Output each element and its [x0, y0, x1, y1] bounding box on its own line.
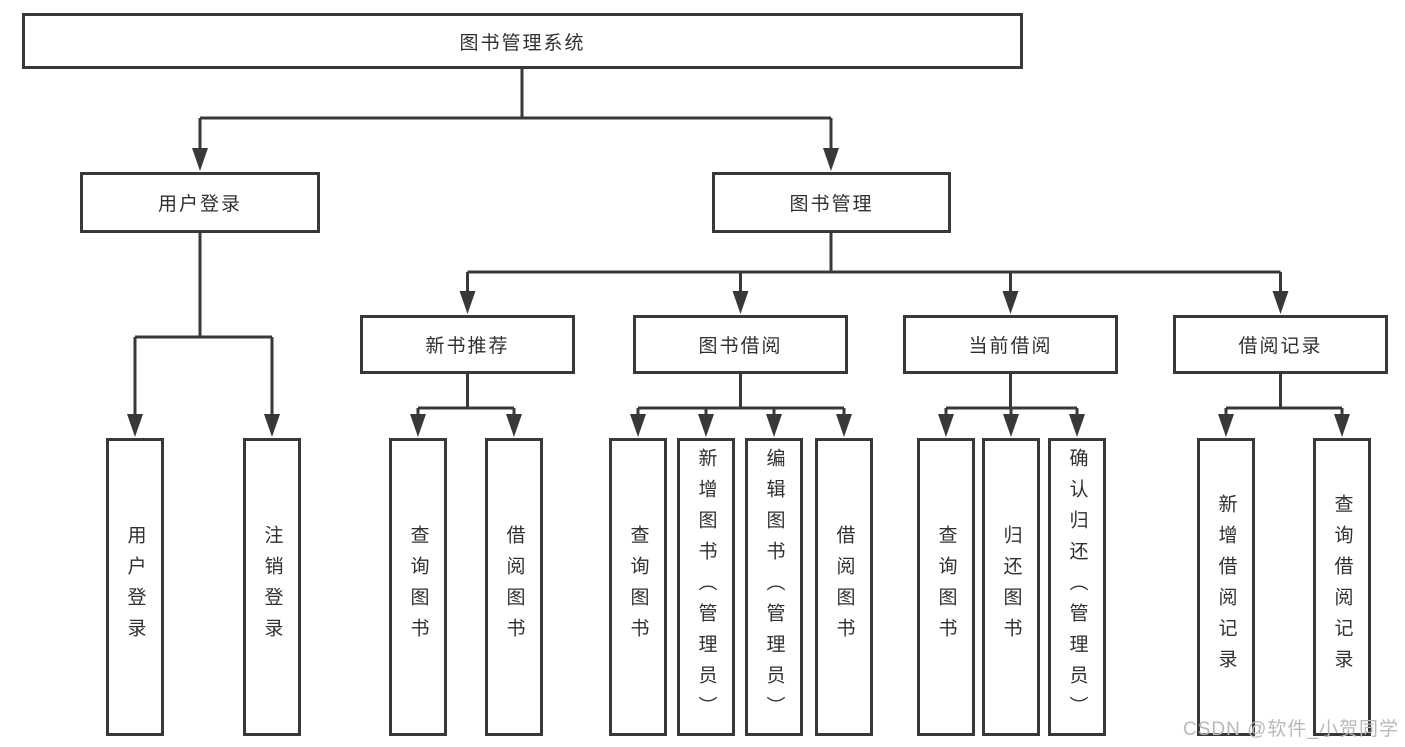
- leaf-logout: 注销登录: [243, 438, 301, 736]
- leaf-confirm-return: 确认归还（管理员）: [1048, 438, 1106, 736]
- node-current-borrow: 当前借阅: [903, 315, 1118, 374]
- node-root: 图书管理系统: [22, 13, 1023, 69]
- leaf-query-book-2-label: 查询图书: [627, 525, 649, 649]
- node-root-label: 图书管理系统: [459, 32, 586, 54]
- node-book-borrow-label: 图书借阅: [698, 336, 783, 357]
- leaf-query-book-3-label: 查询图书: [935, 525, 957, 649]
- leaf-user-login-label: 用户登录: [124, 525, 146, 649]
- leaf-query-book-2: 查询图书: [609, 438, 667, 736]
- node-book-borrow: 图书借阅: [633, 315, 848, 374]
- node-user-login: 用户登录: [80, 172, 320, 233]
- node-book-mgmt-label: 图书管理: [789, 194, 874, 215]
- node-new-book-rec-label: 新书推荐: [425, 336, 510, 357]
- leaf-confirm-return-label: 确认归还（管理员）: [1066, 447, 1088, 727]
- leaf-edit-book: 编辑图书（管理员）: [745, 438, 803, 736]
- leaf-add-record-label: 新增借阅记录: [1215, 494, 1237, 680]
- leaf-add-book: 新增图书（管理员）: [677, 438, 735, 736]
- leaf-edit-book-label: 编辑图书（管理员）: [763, 447, 785, 727]
- leaf-add-record: 新增借阅记录: [1197, 438, 1255, 736]
- leaf-query-book-1: 查询图书: [389, 438, 447, 736]
- node-user-login-label: 用户登录: [157, 194, 242, 215]
- connector-current-borrow-to-leaves: [944, 373, 1079, 418]
- leaf-borrow-book-2: 借阅图书: [815, 438, 873, 736]
- leaf-add-book-label: 新增图书（管理员）: [695, 447, 717, 727]
- leaf-query-book-3: 查询图书: [917, 438, 975, 736]
- connector-book-borrow-to-leaves: [636, 373, 846, 418]
- connector-user-login-to-leaves: [133, 232, 274, 418]
- leaf-logout-label: 注销登录: [261, 525, 283, 649]
- connector-book-mgmt-to-level3: [466, 232, 1282, 295]
- watermark-text: CSDN @软件_小贺同学: [1183, 719, 1399, 740]
- node-new-book-rec: 新书推荐: [360, 315, 575, 374]
- leaf-borrow-book-2-label: 借阅图书: [833, 525, 855, 649]
- leaf-query-record-label: 查询借阅记录: [1331, 494, 1353, 680]
- connector-root-to-level2: [198, 69, 833, 152]
- arrowheads-level4: [127, 414, 1350, 437]
- leaf-borrow-book-1-label: 借阅图书: [503, 525, 525, 649]
- node-book-mgmt: 图书管理: [712, 172, 951, 233]
- connector-new-book-rec-to-leaves: [416, 373, 516, 418]
- leaf-return-book: 归还图书: [982, 438, 1040, 736]
- leaf-query-book-1-label: 查询图书: [407, 525, 429, 649]
- connector-borrow-records-to-leaves: [1224, 373, 1344, 418]
- arrowheads-level3: [459, 291, 1289, 314]
- node-borrow-records: 借阅记录: [1173, 315, 1388, 374]
- node-borrow-records-label: 借阅记录: [1238, 336, 1323, 357]
- node-current-borrow-label: 当前借阅: [968, 336, 1053, 357]
- arrowheads-level2: [192, 148, 839, 171]
- leaf-return-book-label: 归还图书: [1000, 525, 1022, 649]
- leaf-borrow-book-1: 借阅图书: [485, 438, 543, 736]
- leaf-user-login: 用户登录: [106, 438, 164, 736]
- leaf-query-record: 查询借阅记录: [1313, 438, 1371, 736]
